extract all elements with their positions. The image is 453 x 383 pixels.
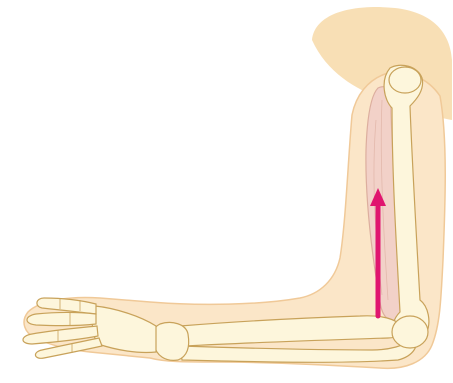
humerus-head [389,67,421,93]
elbow-joint [392,316,428,348]
finger-2 [27,313,96,326]
